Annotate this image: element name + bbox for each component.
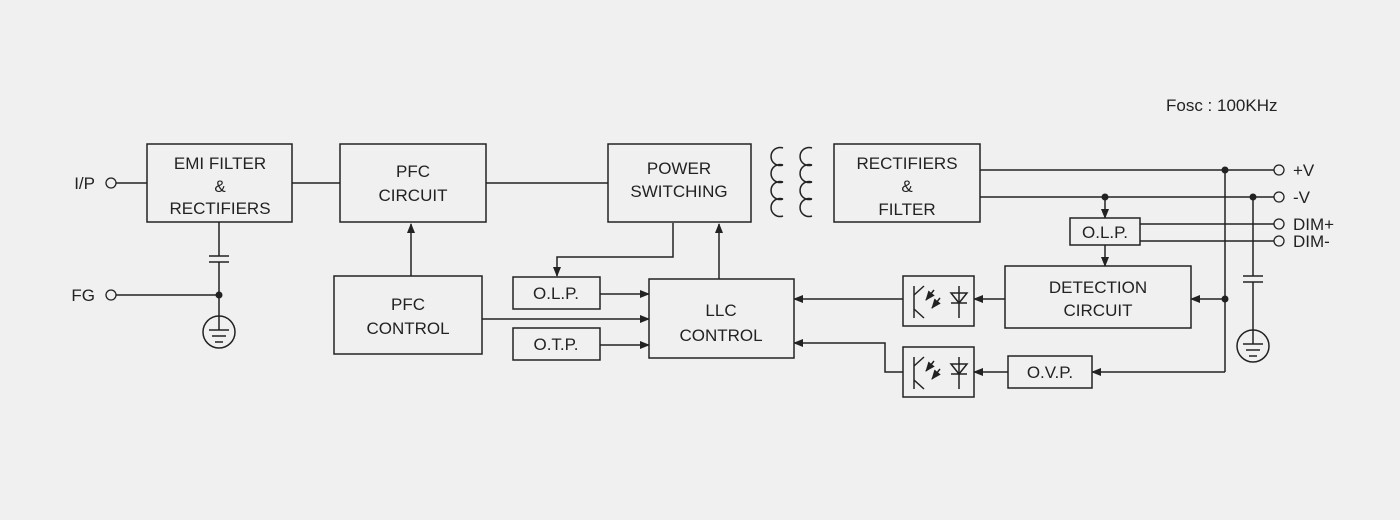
pfc-circuit-label-1: PFC [396,162,430,181]
rectifiers-filter-block: RECTIFIERS & FILTER [833,143,981,223]
power-switching-block: POWER SWITCHING [607,143,752,223]
dim-pos-label: DIM+ [1293,215,1334,234]
pfc-control-label-1: PFC [391,295,425,314]
olp-left-label: O.L.P. [533,284,579,303]
detection-circuit-block: DETECTION CIRCUIT [1004,265,1192,329]
rectifiers-filter-label-1: RECTIFIERS [856,154,957,173]
fg-terminal [105,289,117,301]
optocoupler-icon-bottom [902,346,975,398]
emi-filter-block: EMI FILTER & RECTIFIERS [146,143,293,223]
emi-filter-label-3: RECTIFIERS [169,199,270,218]
pfc-circuit-label-2: CIRCUIT [379,186,448,205]
emi-filter-label-2: & [214,177,226,196]
ovp-block: O.V.P. [1007,355,1093,389]
detection-label-2: CIRCUIT [1064,301,1133,320]
junction-dots [215,166,1257,303]
fosc-label: Fosc : 100KHz [1166,96,1278,115]
power-switching-label-2: SWITCHING [630,182,727,201]
ip-label: I/P [74,174,95,193]
ground-symbol-left [202,315,236,349]
dim-pos-terminal [1273,218,1285,230]
otp-label: O.T.P. [533,335,578,354]
neg-terminal [1273,191,1285,203]
output-terminals: +V -V DIM+ DIM- [1273,161,1334,251]
input-terminals: I/P FG [71,174,117,305]
olp-right-block: O.L.P. [1069,217,1141,246]
transformer-icon [770,146,813,218]
rectifiers-filter-label-2: & [901,177,913,196]
neg-label: -V [1293,188,1311,207]
llc-control-block: LLC CONTROL [648,278,795,359]
ground-symbol-right [1236,329,1270,363]
emi-filter-label-1: EMI FILTER [174,154,266,173]
llc-control-label-1: LLC [705,301,736,320]
pfc-circuit-block: PFC CIRCUIT [339,143,487,223]
wires [116,169,1274,376]
optocoupler-icon-top [902,275,975,327]
detection-label-1: DETECTION [1049,278,1147,297]
otp-block: O.T.P. [512,327,601,361]
pfc-control-block: PFC CONTROL [333,275,483,355]
olp-left-block: O.L.P. [512,276,601,310]
pos-label: +V [1293,161,1315,180]
llc-control-label-2: CONTROL [679,326,762,345]
olp-right-label: O.L.P. [1082,223,1128,242]
dim-neg-terminal [1273,235,1285,247]
ovp-label: O.V.P. [1027,363,1073,382]
fg-label: FG [71,286,95,305]
power-switching-label-1: POWER [647,159,711,178]
ip-terminal [105,177,117,189]
pos-terminal [1273,164,1285,176]
pfc-control-label-2: CONTROL [366,319,449,338]
dim-neg-label: DIM- [1293,232,1330,251]
rectifiers-filter-label-3: FILTER [878,200,935,219]
